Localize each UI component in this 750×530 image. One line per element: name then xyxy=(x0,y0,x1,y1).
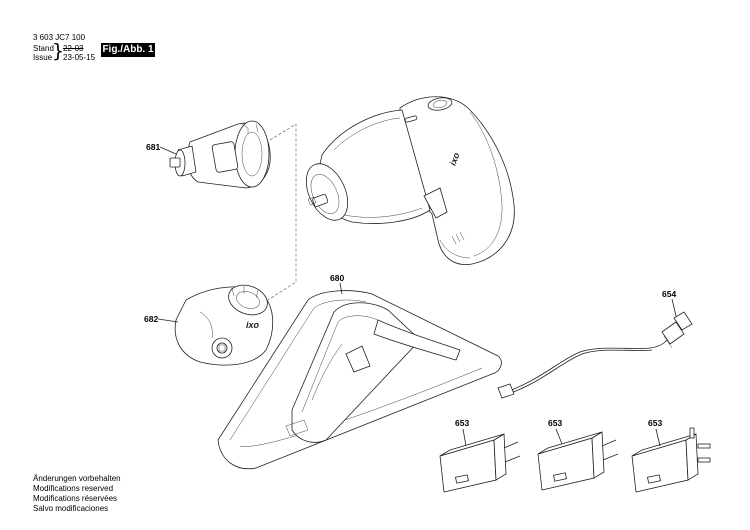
charger-653-uk xyxy=(631,427,711,493)
figure-badge: Fig./Abb. 1 xyxy=(101,43,155,57)
callout-653-b: 653 xyxy=(548,418,562,428)
callout-682: 682 xyxy=(144,314,158,324)
charger-653-eu xyxy=(439,433,521,493)
usb-cable-654 xyxy=(497,311,693,399)
charger-653-alt xyxy=(537,431,619,491)
straight-adapter-681 xyxy=(169,120,271,189)
tool-logo: ixo xyxy=(448,151,462,167)
doc-number: 3 603 JC7 100 xyxy=(33,33,86,42)
screwdriver-body: ixo xyxy=(305,96,515,265)
issue-date: 23-05-15 xyxy=(63,53,96,62)
callout-653-a: 653 xyxy=(455,418,469,428)
footer-note-es: Salvo modificaciones xyxy=(33,504,109,513)
charging-stand-680 xyxy=(217,290,502,470)
angle-adapter-682: ixo xyxy=(174,284,274,366)
adapter-logo: ixo xyxy=(246,320,260,330)
callout-654: 654 xyxy=(662,289,676,299)
footer-note-fr: Modifications réservées xyxy=(33,494,118,503)
callout-681: 681 xyxy=(146,142,160,152)
footer-note-en: Modifications reserved xyxy=(33,484,114,493)
callout-680: 680 xyxy=(330,273,344,283)
issue-label: Issue xyxy=(33,53,53,62)
stand-date: 22-03 xyxy=(63,44,84,53)
stand-label: Stand xyxy=(33,44,54,53)
footer-note-de: Änderungen vorbehalten xyxy=(33,474,121,483)
brace-icon: } xyxy=(52,40,65,62)
callout-653-c: 653 xyxy=(648,418,662,428)
